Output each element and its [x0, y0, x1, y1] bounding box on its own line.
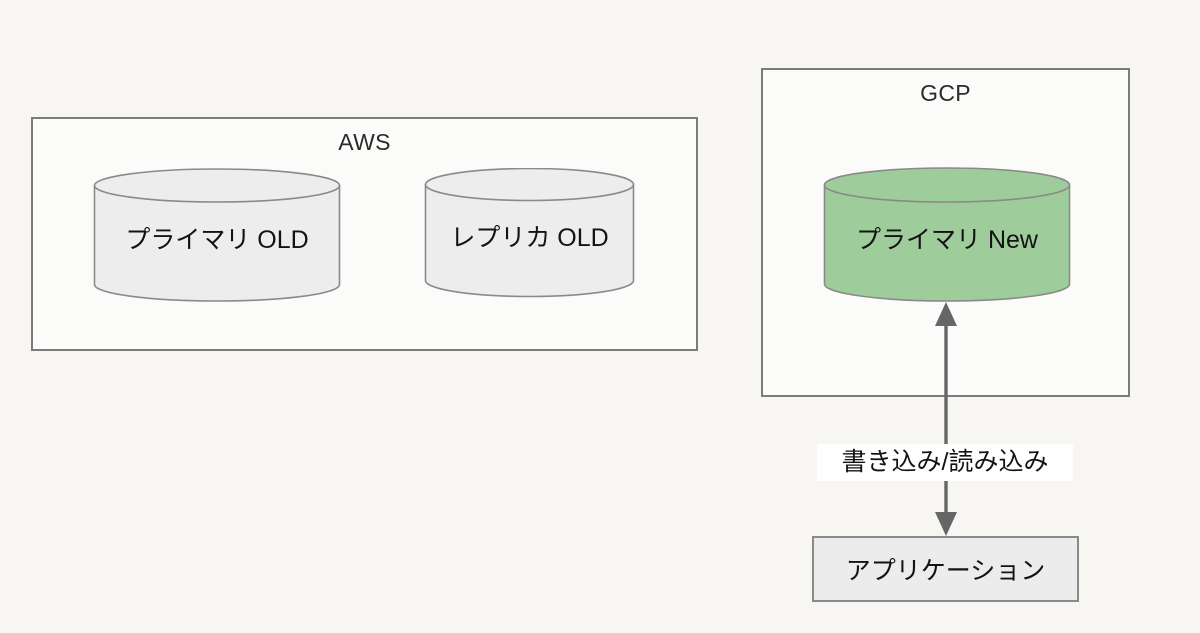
- cylinder-shape-icon: [93, 168, 341, 302]
- cylinder-shape-icon: [424, 168, 635, 298]
- database-cylinder-primary-old[interactable]: プライマリ OLD: [93, 168, 341, 302]
- database-cylinder-primary-new[interactable]: プライマリ New: [823, 167, 1071, 303]
- database-label-primary-new: プライマリ New: [856, 226, 1038, 254]
- database-cylinder-replica-old[interactable]: レプリカ OLD: [424, 168, 635, 298]
- group-title-aws: AWS: [338, 129, 391, 155]
- cylinder-shape-icon: [823, 167, 1071, 302]
- node-label-application: アプリケーション: [845, 557, 1046, 585]
- connector-app-to-primary-new[interactable]: [926, 300, 966, 538]
- database-label-replica-old: レプリカ OLD: [450, 224, 609, 252]
- group-title-gcp: GCP: [920, 80, 971, 106]
- bidirectional-arrow-icon: [935, 302, 957, 536]
- database-label-primary-old: プライマリ OLD: [125, 226, 309, 254]
- node-application[interactable]: アプリケーション: [812, 536, 1079, 602]
- connector-label-read-write: 書き込み/読み込み: [817, 444, 1073, 481]
